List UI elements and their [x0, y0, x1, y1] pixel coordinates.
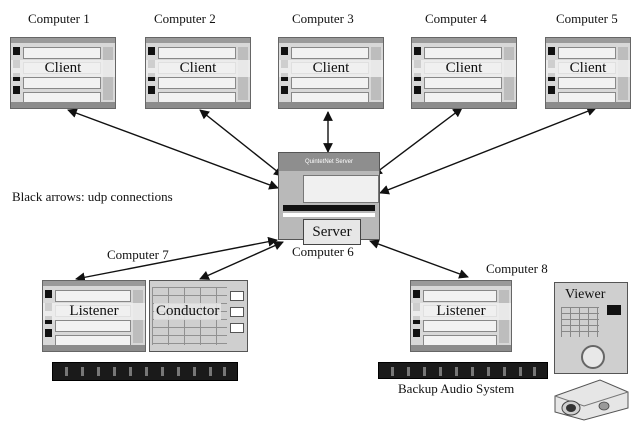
- server-screen: QuintetNet Server Server: [278, 152, 380, 245]
- legend-udp-connections: Black arrows: udp connections: [12, 189, 173, 204]
- listener-label: Listener: [411, 303, 511, 320]
- arrow-computer5-server: [379, 106, 597, 195]
- client-screen-3: Client: [278, 37, 384, 109]
- label-computer-3: Computer 3: [292, 11, 354, 26]
- label-computer-8: Computer 8: [486, 261, 548, 276]
- server-label: Server: [303, 219, 361, 245]
- label-computer-6: Computer 6: [292, 244, 354, 259]
- viewer-label: Viewer: [565, 287, 606, 302]
- conductor-label: Conductor: [154, 303, 222, 320]
- listener-label: Listener: [43, 303, 145, 320]
- label-computer-1: Computer 1: [28, 11, 90, 26]
- client-screen-1: Client: [10, 37, 116, 109]
- viewer-screen: Viewer: [554, 282, 628, 374]
- client-label: Client: [146, 60, 250, 77]
- client-label: Client: [279, 60, 383, 77]
- label-computer-2: Computer 2: [154, 11, 216, 26]
- listener-screen-computer-8: Listener: [410, 280, 512, 352]
- label-computer-7: Computer 7: [107, 247, 169, 262]
- client-screen-2: Client: [145, 37, 251, 109]
- client-label: Client: [546, 60, 630, 77]
- client-screen-5: Client: [545, 37, 631, 109]
- client-label: Client: [412, 60, 516, 77]
- client-label: Client: [11, 60, 115, 77]
- label-computer-5: Computer 5: [556, 11, 618, 26]
- audio-rack-unit-left: [52, 362, 238, 381]
- label-computer-4: Computer 4: [425, 11, 487, 26]
- server-header: QuintetNet Server: [279, 153, 379, 171]
- backup-audio-rack-unit: [378, 362, 548, 379]
- client-screen-4: Client: [411, 37, 517, 109]
- label-backup-audio-system: Backup Audio System: [398, 381, 515, 396]
- listener-screen-computer-7: Listener: [42, 280, 146, 352]
- arrow-conductor-server: [199, 241, 284, 280]
- conductor-screen: Conductor: [149, 280, 248, 352]
- arrow-computer2-server: [199, 109, 284, 177]
- arrow-computer8-server: [369, 239, 469, 279]
